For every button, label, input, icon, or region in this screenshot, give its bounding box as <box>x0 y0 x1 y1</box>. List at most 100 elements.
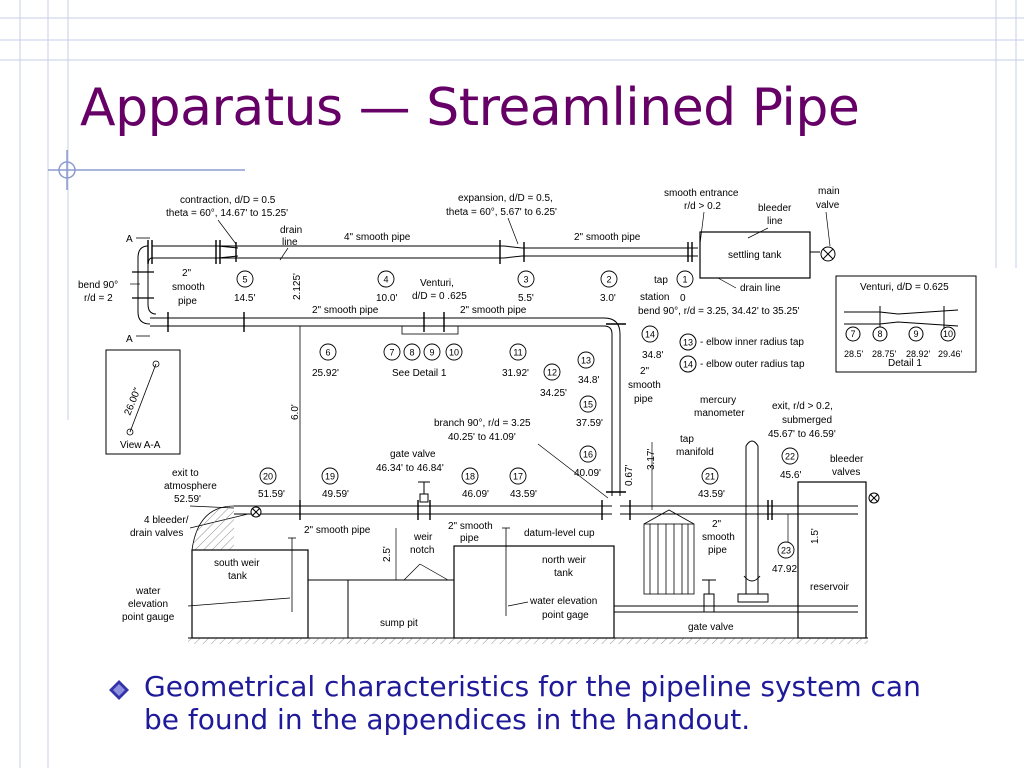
label-detail-title: Detail 1 <box>888 358 922 369</box>
station-5: 5 14.5' <box>234 270 255 304</box>
slide-title: Apparatus — Streamlined Pipe <box>80 78 860 138</box>
detail-station-position-7: 28.5' <box>844 349 864 359</box>
label-drain-line-2: line <box>282 237 298 248</box>
label-dim-25: 2.5' <box>382 546 393 562</box>
label-dim-317: 3.17' <box>646 449 657 470</box>
label-datum-cup: datum-level cup <box>524 528 595 539</box>
station-number-16: 16 <box>583 450 593 460</box>
reservoir-tank <box>797 481 867 639</box>
label-south-weir-1: south weir <box>214 558 260 569</box>
detail-station-number-10: 10 <box>943 329 953 339</box>
label-settling-tank: settling tank <box>728 250 782 261</box>
station-number-2: 2 <box>606 275 611 285</box>
settling-tank <box>699 231 811 279</box>
manometer-base <box>737 593 769 603</box>
label-pipe-riser-2: smooth <box>628 380 661 391</box>
station-circle-22 <box>781 447 799 465</box>
label-gate-valve-top-2: 46.34' to 46.84' <box>376 463 444 474</box>
label-north-weir-2: tank <box>554 568 574 579</box>
label-pipe-2in-bottom-right-3: pipe <box>708 545 727 556</box>
station-circle-4 <box>377 270 395 288</box>
detail-venturi-drawing <box>844 306 959 330</box>
station-circle-19 <box>321 467 339 485</box>
label-bleeder-valves-1: bleeder <box>830 454 864 465</box>
label-pipe-4in: 4" smooth pipe <box>344 232 411 243</box>
station-position-4: 10.0' <box>376 293 397 304</box>
station-position-6: 25.92' <box>312 368 339 379</box>
label-mercury-2: manometer <box>694 408 745 419</box>
station-position-2: 3.0' <box>600 293 616 304</box>
station-number-14: 14 <box>645 330 655 340</box>
label-gate-valve-top-1: gate valve <box>390 449 436 460</box>
station-position-1: 0 <box>680 293 686 304</box>
station-circle-11 <box>509 343 527 361</box>
station-circle-23 <box>777 541 795 559</box>
tap-manifold <box>643 509 695 595</box>
detail-station-circle-10 <box>940 326 956 342</box>
station-circle-6 <box>319 343 337 361</box>
label-venturi-1: Venturi, <box>420 278 454 289</box>
station-position-11: 31.92' <box>502 368 529 379</box>
station-position-23: 47.92' <box>772 564 799 575</box>
detail-1-box <box>835 275 977 373</box>
station-position-21: 43.59' <box>698 489 725 500</box>
label-branch-2: 40.25' to 41.09' <box>448 432 516 443</box>
station-number-4: 4 <box>383 275 388 285</box>
label-station: station <box>640 292 669 303</box>
label-pipe-2in-bottom-right-2: smooth <box>702 532 735 543</box>
label-exit-atm-2: atmosphere <box>164 481 217 492</box>
station-circle-5 <box>236 270 254 288</box>
label-pipe-left-1: 2" <box>182 268 192 279</box>
station-number-5: 5 <box>242 275 247 285</box>
sump-pit <box>347 579 455 639</box>
label-south-weir-2: tank <box>228 571 248 582</box>
label-view-dim: 26.00" <box>123 386 144 417</box>
label-bend-left-2: r/d = 2 <box>84 293 113 304</box>
label-exit-3: 45.67' to 46.59' <box>768 429 836 440</box>
detail-station-circle-8 <box>872 326 888 342</box>
gate-valve-bottom <box>703 593 715 613</box>
station-circle-7 <box>383 343 401 361</box>
station-9: 9 <box>423 343 441 361</box>
station-position-5: 14.5' <box>234 293 255 304</box>
station-number-18: 18 <box>465 472 475 482</box>
station-number-3: 3 <box>523 275 528 285</box>
detail-station-number-7: 7 <box>850 329 855 339</box>
station-circle-20 <box>259 467 277 485</box>
detail-station-circle-9 <box>908 326 924 342</box>
detail-station-number-8: 8 <box>877 329 882 339</box>
station-number-10: 10 <box>449 348 459 358</box>
station-position-22: 45.6' <box>780 470 801 481</box>
station-position-13: 34.8' <box>578 375 599 386</box>
label-drain-line-1: drain <box>280 225 302 236</box>
station-circle-1 <box>676 270 694 288</box>
station-position-12: 34.25' <box>540 388 567 399</box>
detail-station-position-10: 29.46' <box>938 349 963 359</box>
station-number-8: 8 <box>409 348 414 358</box>
label-mercury-1: mercury <box>700 395 736 406</box>
bleeder-valve-right-icon <box>868 492 880 504</box>
station-position-14: 34.8' <box>642 350 663 361</box>
label-weir-1: weir <box>413 532 433 543</box>
label-branch-1: branch 90°, r/d = 3.25 <box>434 418 531 429</box>
label-main-valve-2: valve <box>816 200 840 211</box>
label-legend-14: - elbow outer radius tap <box>700 359 805 370</box>
label-contraction: contraction, d/D = 0.5 <box>180 195 276 206</box>
station-circle-2 <box>600 270 618 288</box>
riser-pipe <box>611 334 621 496</box>
station-circle-9 <box>423 343 441 361</box>
label-detail-venturi: Venturi, d/D = 0.625 <box>860 282 949 293</box>
station-number-6: 6 <box>325 348 330 358</box>
station-circle-15 <box>579 395 597 413</box>
label-water-gauge-left-2: elevation <box>128 599 168 610</box>
station-position-15: 37.59' <box>576 418 603 429</box>
gate-valve-top-icon <box>418 481 430 503</box>
label-sump-pit: sump pit <box>380 618 418 629</box>
label-dim-2125: 2.125' <box>292 273 303 300</box>
station-number-7: 7 <box>389 348 394 358</box>
